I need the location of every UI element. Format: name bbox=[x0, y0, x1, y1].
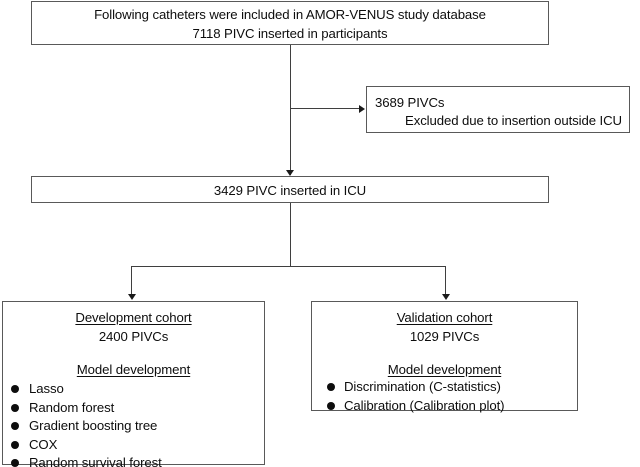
list-item: Lasso bbox=[3, 380, 264, 399]
list-item-label: Discrimination (C-statistics) bbox=[344, 379, 501, 394]
arrow-to-exclusion-box bbox=[359, 104, 365, 113]
list-item-label: Lasso bbox=[29, 381, 64, 396]
list-item-label: Random forest bbox=[29, 399, 115, 415]
excluded-count: 3689 PIVCs bbox=[375, 95, 445, 110]
connector-exclusion-horizontal bbox=[289, 108, 360, 110]
list-item: Random forest bbox=[3, 399, 264, 418]
bullet-icon bbox=[11, 385, 19, 393]
list-item-label: COX bbox=[29, 436, 58, 452]
arrow-to-icu-box bbox=[285, 170, 294, 176]
box-validation-cohort: Validation cohort 1029 PIVCs Model devel… bbox=[311, 301, 578, 413]
connector-validation-vertical bbox=[445, 266, 447, 296]
study-database-line-1: Following catheters were included in AMO… bbox=[94, 7, 486, 22]
validation-model-list: Discrimination (C-statistics) Calibratio… bbox=[312, 378, 577, 415]
connector-development-vertical bbox=[131, 266, 133, 296]
bullet-icon bbox=[11, 422, 19, 430]
list-item: Random survival forest bbox=[3, 454, 264, 467]
validation-cohort-count: 1029 PIVCs bbox=[409, 329, 480, 344]
list-item: Gradient boosting tree bbox=[3, 417, 264, 436]
development-cohort-count: 2400 PIVCs bbox=[98, 329, 169, 344]
bullet-icon bbox=[11, 440, 19, 449]
icu-inserted-label: 3429 PIVC inserted in ICU bbox=[213, 183, 367, 198]
list-item: COX bbox=[3, 436, 264, 455]
list-item-label: Calibration (Calibration plot) bbox=[344, 397, 505, 413]
connector-split-vertical bbox=[289, 203, 291, 267]
list-item-label: Random survival forest bbox=[29, 455, 162, 467]
development-model-subtitle: Model development bbox=[76, 362, 191, 377]
list-item: Discrimination (C-statistics) bbox=[312, 378, 577, 397]
connector-split-horizontal bbox=[131, 266, 446, 268]
validation-model-subtitle: Model development bbox=[387, 362, 502, 377]
box-development-cohort: Development cohort 2400 PIVCs Model deve… bbox=[2, 301, 265, 467]
excluded-reason: Excluded due to insertion outside ICU bbox=[405, 113, 622, 128]
bullet-icon bbox=[327, 383, 335, 391]
study-database-line-2: 7118 PIVC inserted in participants bbox=[192, 26, 388, 41]
list-item: Calibration (Calibration plot) bbox=[312, 397, 577, 416]
bullet-icon bbox=[327, 401, 335, 410]
bullet-icon bbox=[11, 403, 19, 412]
box-icu-inserted: 3429 PIVC inserted in ICU bbox=[31, 176, 549, 203]
development-model-list: Lasso Random forest Gradient boosting tr… bbox=[3, 380, 264, 467]
bullet-icon bbox=[11, 459, 19, 467]
box-study-database: Following catheters were included in AMO… bbox=[31, 1, 549, 45]
connector-top-vertical bbox=[289, 45, 291, 175]
development-cohort-title: Development cohort bbox=[75, 310, 192, 325]
box-excluded-pivcs: 3689 PIVCs Excluded due to insertion out… bbox=[366, 86, 630, 133]
arrow-to-validation-box bbox=[441, 294, 450, 300]
list-item-label: Gradient boosting tree bbox=[29, 418, 158, 433]
arrow-to-development-box bbox=[127, 294, 136, 300]
validation-cohort-title: Validation cohort bbox=[396, 310, 493, 325]
